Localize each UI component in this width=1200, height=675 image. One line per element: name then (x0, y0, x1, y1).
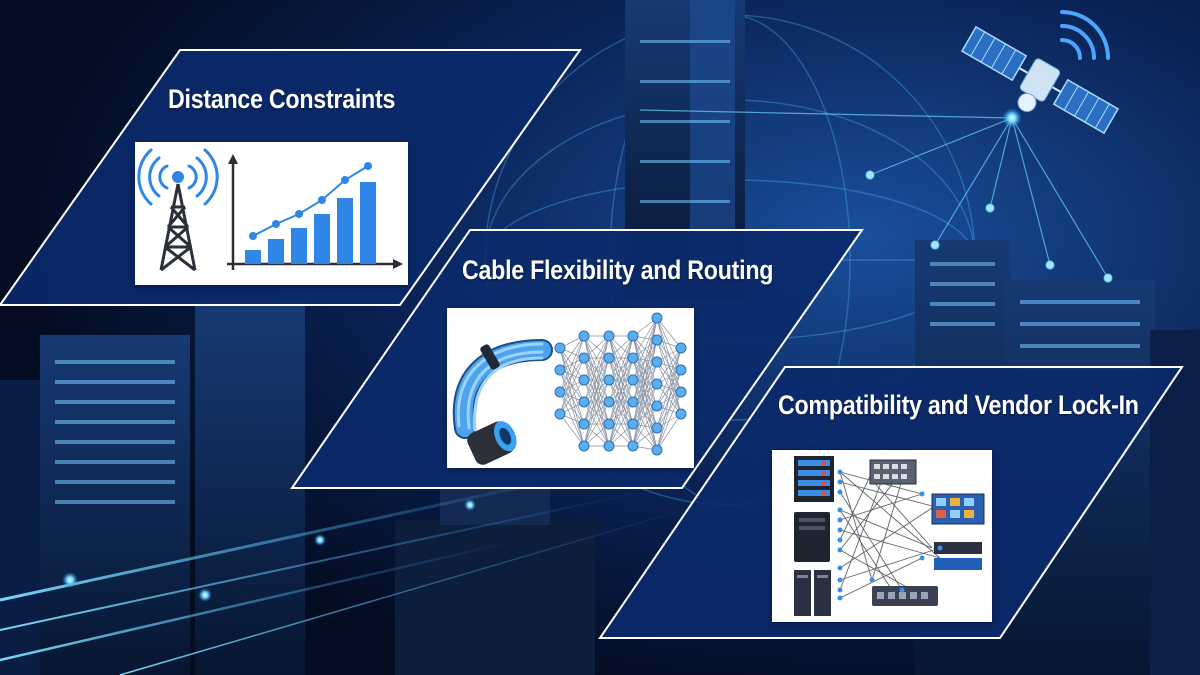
growth-chart-icon (227, 154, 403, 270)
mesh-node (554, 342, 566, 354)
mesh-node (627, 440, 639, 452)
mesh-node (578, 440, 590, 452)
cable-illustration-card (447, 308, 694, 468)
mesh-node (603, 396, 615, 408)
panel-title-cable: Cable Flexibility and Routing (462, 255, 774, 285)
mesh-node (651, 400, 663, 412)
mesh-node (675, 364, 687, 376)
mesh-node (627, 396, 639, 408)
mesh-node (578, 330, 590, 342)
interconnect-lines (839, 471, 941, 599)
mesh-node (603, 418, 615, 430)
mesh-network-icon (554, 312, 687, 456)
mesh-node (603, 330, 615, 342)
tower-server-icon (794, 512, 830, 562)
mesh-node (675, 386, 687, 398)
server-rack-icon (794, 456, 834, 502)
fiber-cable-icon (452, 339, 553, 465)
mesh-node (651, 312, 663, 324)
mesh-node (603, 374, 615, 386)
mesh-node (603, 352, 615, 364)
mesh-node (554, 408, 566, 420)
mesh-node (651, 444, 663, 456)
signal-wave-icon (1060, 10, 1110, 60)
panel-title-distance: Distance Constraints (168, 84, 396, 114)
mesh-node (554, 386, 566, 398)
mesh-node (578, 396, 590, 408)
light-trails (0, 468, 701, 675)
mesh-node (675, 408, 687, 420)
mesh-node (651, 422, 663, 434)
mesh-node (578, 418, 590, 430)
mesh-node (651, 334, 663, 346)
compat-illustration-card (772, 450, 992, 622)
mesh-node (627, 352, 639, 364)
mesh-node (578, 352, 590, 364)
mesh-node (627, 374, 639, 386)
mesh-node (627, 418, 639, 430)
switch-icon (872, 586, 938, 606)
mesh-node (651, 378, 663, 390)
mesh-node (627, 330, 639, 342)
distance-illustration-card (135, 142, 408, 285)
patch-panel-icon (869, 459, 917, 485)
radio-tower-icon (137, 148, 219, 272)
mesh-node (603, 440, 615, 452)
mesh-node (651, 356, 663, 368)
satellite-links (639, 108, 1113, 283)
dual-server-icon (794, 570, 831, 616)
satellite-icon (960, 25, 1120, 135)
network-device-icon (931, 493, 985, 525)
router-icon (934, 542, 982, 570)
mesh-node (675, 342, 687, 354)
mesh-node (578, 374, 590, 386)
mesh-node (554, 364, 566, 376)
panel-title-compatibility: Compatibility and Vendor Lock-In (778, 390, 1139, 420)
